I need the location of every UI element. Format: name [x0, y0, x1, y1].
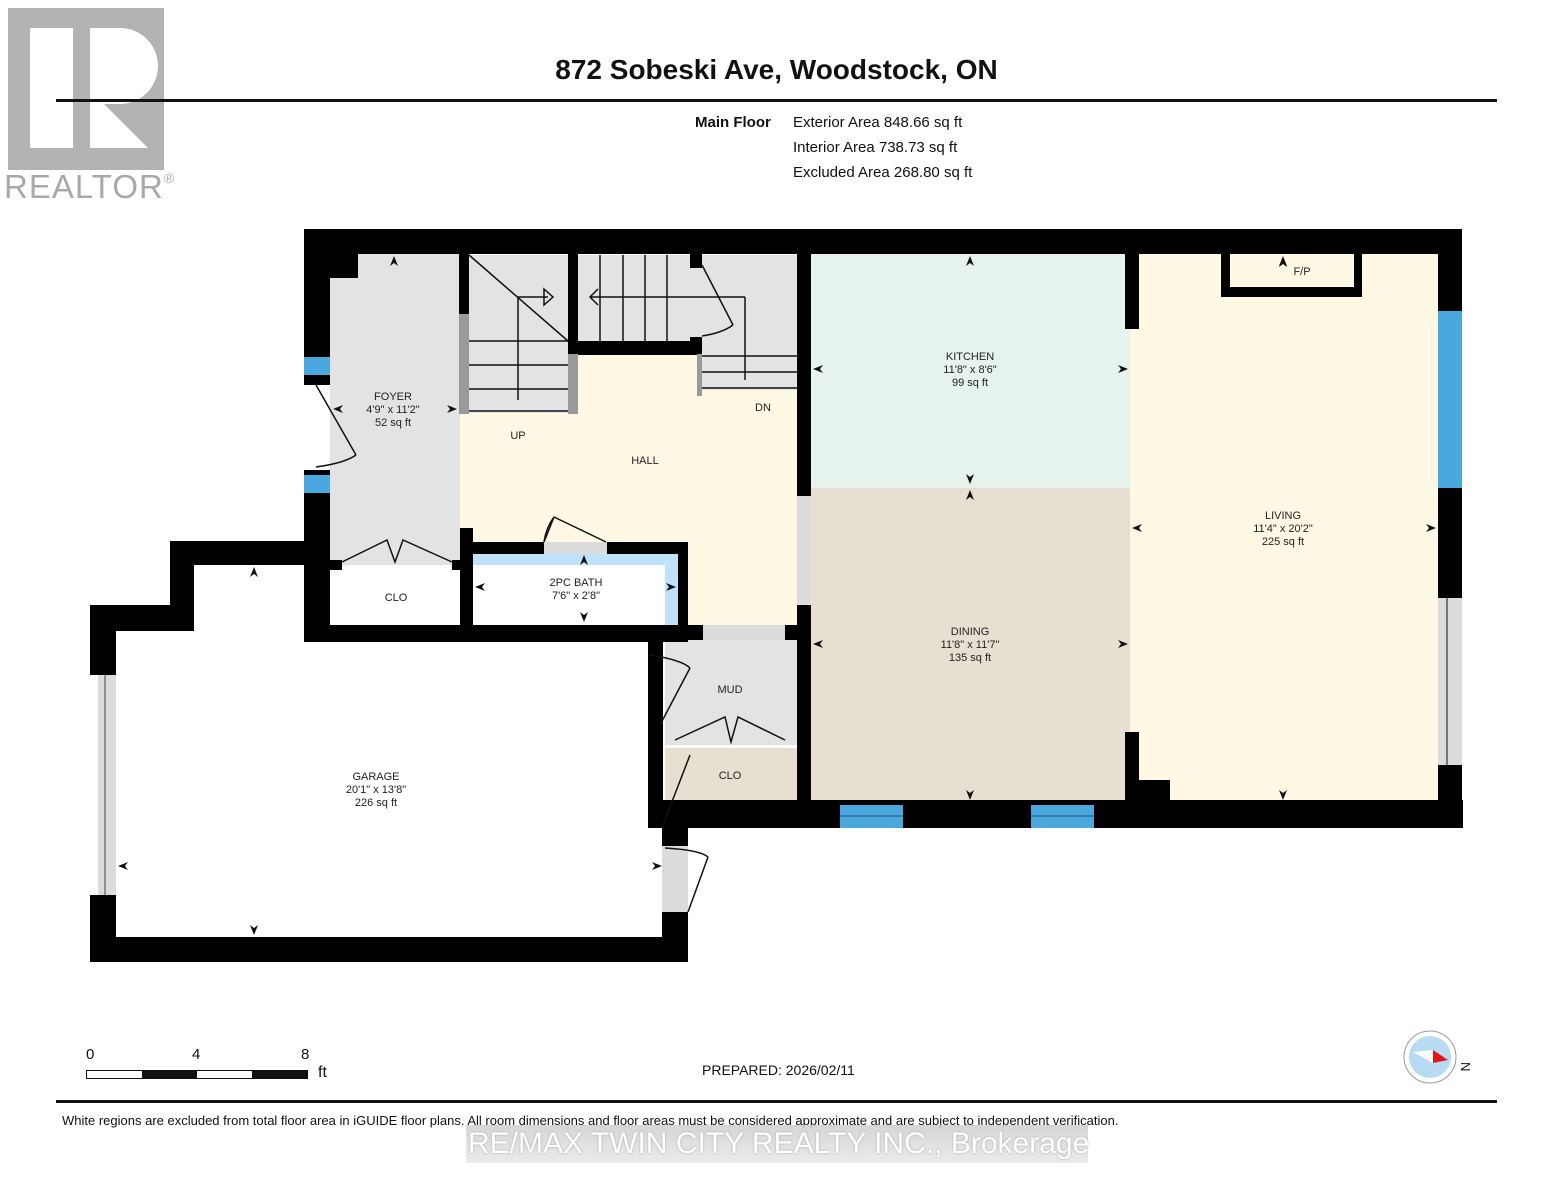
garage-label: GARAGE: [352, 771, 399, 783]
room-stairs-dn: [578, 255, 798, 345]
foyer-label: FOYER: [374, 391, 412, 403]
fireplace: [1230, 254, 1354, 287]
kitchen-dims: 11'8" x 8'6": [943, 364, 996, 376]
closet-label: CLO: [385, 592, 408, 604]
compass-icon: N: [1403, 1030, 1473, 1084]
door-swings: [104, 384, 1448, 913]
bath-label: 2PC BATH: [550, 577, 603, 589]
scale-unit: ft: [318, 1064, 327, 1081]
realtor-logo: [8, 8, 164, 170]
disclaimer-text: White regions are excluded from total fl…: [62, 1113, 1119, 1128]
hall-label: HALL: [631, 455, 659, 467]
room-mud[interactable]: [663, 640, 798, 745]
footer-divider: [56, 1100, 1497, 1103]
interior-area: Interior Area 738.73 sq ft: [793, 139, 958, 156]
realtor-wordmark: REALTOR®: [4, 168, 176, 205]
fireplace-label: F/P: [1293, 266, 1310, 278]
brokerage-watermark: RE/MAX TWIN CITY REALTY INC., Brokerage: [466, 1125, 1089, 1163]
garage-dims: 20'1" x 13'8": [346, 784, 406, 796]
room-kitchen[interactable]: [810, 253, 1130, 488]
bath-dims: 7'6" x 2'8": [552, 590, 600, 602]
mud-label: MUD: [717, 684, 742, 696]
stairs: [468, 254, 797, 412]
prepared-date: PREPARED: 2026/02/11: [702, 1062, 855, 1078]
room-living[interactable]: [1130, 253, 1438, 803]
stairs-dn-label: DN: [755, 402, 771, 414]
page-title: 872 Sobeski Ave, Woodstock, ON: [555, 54, 998, 85]
scale-tick-0: 0: [86, 1046, 95, 1063]
scale-bar-graphic: [86, 1070, 308, 1079]
compass-north-label: N: [1458, 1062, 1473, 1071]
room-landing: [700, 345, 798, 390]
room-hall[interactable]: [460, 355, 798, 625]
room-closet-mud[interactable]: [663, 748, 798, 803]
openings: [98, 314, 1462, 912]
scale-tick-8: 8: [301, 1046, 310, 1063]
floor-name: Main Floor: [695, 114, 771, 131]
kitchen-label: KITCHEN: [946, 351, 994, 363]
room-dining[interactable]: [810, 488, 1130, 803]
living-area: 225 sq ft: [1262, 536, 1304, 548]
garage-area: 226 sq ft: [355, 797, 397, 809]
room-labels: FOYER 4'9" x 11'2" 52 sq ft UP HALL DN 2…: [346, 266, 1313, 809]
room-garage[interactable]: [115, 565, 665, 937]
header-divider: [56, 99, 1497, 102]
room-foyer[interactable]: [330, 253, 460, 568]
stairs-up-label: UP: [510, 430, 525, 442]
windows: [304, 311, 1462, 828]
dining-area: 135 sq ft: [949, 652, 991, 664]
living-label: LIVING: [1265, 510, 1301, 522]
kitchen-area: 99 sq ft: [952, 377, 988, 389]
foyer-area: 52 sq ft: [375, 417, 411, 429]
living-dims: 11'4" x 20'2": [1253, 523, 1313, 535]
foyer-dims: 4'9" x 11'2": [366, 404, 419, 416]
excluded-area: Excluded Area 268.80 sq ft: [793, 164, 973, 181]
scale-tick-4: 4: [192, 1046, 201, 1063]
dining-label: DINING: [951, 626, 990, 638]
mud-closet-label: CLO: [719, 770, 742, 782]
exterior-area: Exterior Area 848.66 sq ft: [793, 114, 963, 131]
dining-dims: 11'8" x 11'7": [941, 639, 1000, 651]
dimension-arrows: [118, 256, 1436, 935]
